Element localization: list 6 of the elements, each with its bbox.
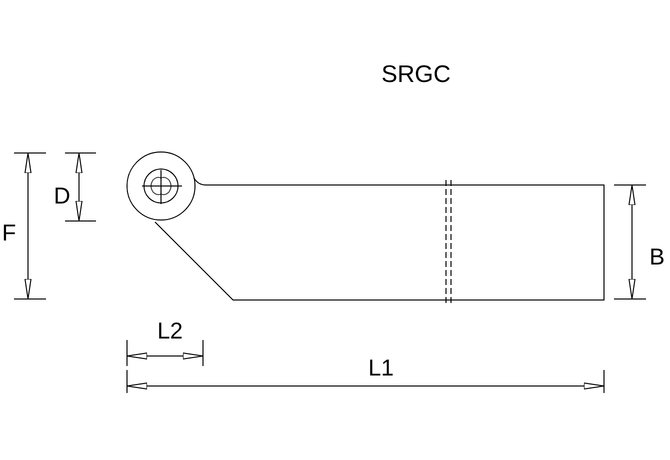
dimension-label: F	[2, 222, 16, 244]
dimension-label: B	[649, 246, 665, 268]
dimension-label: L2	[157, 320, 183, 342]
dimension-label: L1	[368, 356, 394, 380]
dimension-label: D	[54, 184, 70, 208]
title: SRGC	[381, 63, 451, 87]
